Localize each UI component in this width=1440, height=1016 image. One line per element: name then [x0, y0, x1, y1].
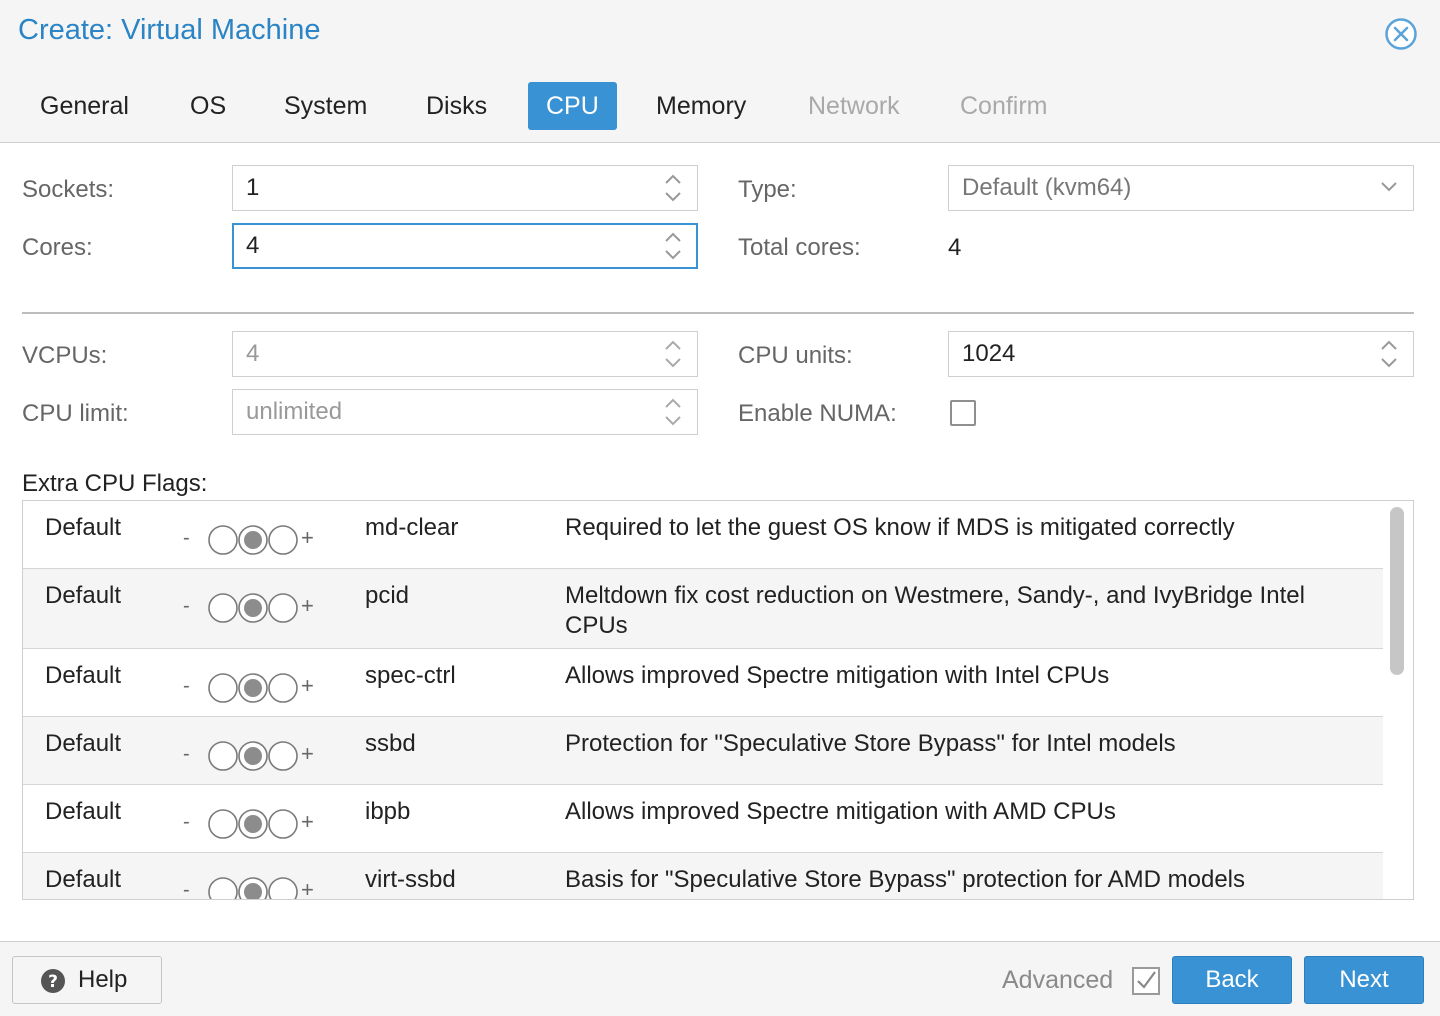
vcpus-input: 4	[232, 331, 698, 377]
back-button[interactable]: Back	[1172, 956, 1292, 1004]
cpu-units-input[interactable]: 1024	[948, 331, 1414, 377]
question-circle-icon: ?	[41, 969, 65, 993]
flag-tristate-toggle[interactable]: -+	[183, 589, 323, 629]
extra-flags-label: Extra CPU Flags:	[22, 470, 208, 497]
cpu-limit-label: CPU limit:	[22, 400, 129, 427]
tristate-radio-icon	[208, 593, 298, 623]
flag-plus-label: +	[301, 525, 314, 550]
window-title: Create: Virtual Machine	[18, 14, 321, 46]
flag-plus-label: +	[301, 809, 314, 834]
type-label: Type:	[738, 176, 797, 203]
type-value: Default (kvm64)	[962, 174, 1132, 201]
flag-name: pcid	[365, 582, 410, 609]
tab-network: Network	[808, 92, 900, 120]
tab-disks[interactable]: Disks	[426, 92, 488, 120]
flag-state: Default	[45, 662, 122, 689]
sockets-input[interactable]: 1	[232, 165, 698, 211]
flag-plus-label: +	[301, 593, 314, 618]
flag-minus-label: -	[183, 743, 190, 765]
cores-value: 4	[246, 232, 260, 259]
enable-numa-label: Enable NUMA:	[738, 400, 897, 427]
flag-tristate-toggle[interactable]: -+	[183, 669, 323, 709]
flag-description: Meltdown fix cost reduction on Westmere,…	[565, 582, 1305, 639]
chevron-down-icon[interactable]	[1379, 180, 1399, 194]
flag-description: Required to let the guest OS know if MDS…	[565, 514, 1235, 541]
spinner-icon	[665, 398, 681, 426]
spinner-icon[interactable]	[1379, 338, 1399, 370]
sockets-label: Sockets:	[22, 176, 115, 203]
flag-description: Allows improved Spectre mitigation with …	[565, 662, 1110, 689]
tab-system[interactable]: System	[284, 92, 368, 120]
flag-name: ibpb	[365, 798, 411, 825]
close-icon[interactable]	[1384, 17, 1418, 51]
spinner-icon[interactable]	[663, 172, 683, 204]
flag-plus-label: +	[301, 877, 314, 900]
flag-minus-label: -	[183, 527, 190, 549]
flag-state: Default	[45, 798, 122, 825]
flag-description: Protection for "Speculative Store Bypass…	[565, 730, 1176, 757]
tab-cpu[interactable]: CPU	[528, 82, 617, 130]
flag-state: Default	[45, 514, 122, 541]
flag-description: Basis for "Speculative Store Bypass" pro…	[565, 866, 1246, 893]
flag-tristate-toggle[interactable]: -+	[183, 805, 323, 845]
cpu-limit-value: unlimited	[246, 398, 343, 425]
total-cores-value: 4	[948, 234, 962, 261]
tab-general[interactable]: General	[40, 92, 129, 120]
flag-minus-label: -	[183, 879, 190, 900]
flag-state: Default	[45, 582, 122, 609]
flag-tristate-toggle[interactable]: -+	[183, 873, 323, 900]
help-button[interactable]: ? Help	[12, 956, 162, 1004]
spinner-icon	[665, 340, 681, 368]
cpu-limit-input: unlimited	[232, 389, 698, 435]
svg-text:?: ?	[48, 972, 58, 992]
tristate-radio-icon	[208, 525, 298, 555]
flag-tristate-toggle[interactable]: -+	[183, 737, 323, 777]
scrollbar-thumb[interactable]	[1390, 507, 1404, 675]
section-divider	[22, 312, 1414, 314]
cpu-units-value: 1024	[962, 340, 1016, 367]
next-button[interactable]: Next	[1304, 956, 1424, 1004]
vcpus-value: 4	[246, 340, 260, 367]
advanced-label: Advanced	[1002, 966, 1114, 994]
tab-os[interactable]: OS	[190, 92, 227, 120]
flag-name: spec-ctrl	[365, 662, 456, 689]
help-label: Help	[78, 966, 128, 993]
checkmark-icon	[1137, 971, 1156, 989]
tab-confirm: Confirm	[960, 92, 1048, 120]
tristate-radio-icon	[208, 877, 298, 899]
flag-plus-label: +	[301, 673, 314, 698]
enable-numa-checkbox[interactable]	[950, 400, 976, 426]
tab-memory[interactable]: Memory	[656, 92, 747, 120]
flag-name: virt-ssbd	[365, 866, 456, 893]
sockets-value: 1	[246, 174, 260, 201]
cores-label: Cores:	[22, 234, 93, 261]
spinner-icon[interactable]	[663, 230, 683, 262]
flag-description: Allows improved Spectre mitigation with …	[565, 798, 1116, 825]
type-select[interactable]: Default (kvm64)	[948, 165, 1414, 211]
flag-minus-label: -	[183, 811, 190, 833]
vcpus-label: VCPUs:	[22, 342, 108, 369]
total-cores-label: Total cores:	[738, 234, 861, 261]
advanced-checkbox[interactable]	[1132, 967, 1160, 995]
flag-state: Default	[45, 730, 122, 757]
tristate-radio-icon	[208, 741, 298, 771]
flag-minus-label: -	[183, 595, 190, 617]
flag-state: Default	[45, 866, 122, 893]
flag-minus-label: -	[183, 675, 190, 697]
flag-plus-label: +	[301, 741, 314, 766]
flag-name: ssbd	[365, 730, 416, 757]
flag-name: md-clear	[365, 514, 459, 541]
cpu-units-label: CPU units:	[738, 342, 853, 369]
flag-tristate-toggle[interactable]: -+	[183, 521, 323, 561]
cores-input[interactable]: 4	[232, 223, 698, 269]
tristate-radio-icon	[208, 673, 298, 703]
tristate-radio-icon	[208, 809, 298, 839]
